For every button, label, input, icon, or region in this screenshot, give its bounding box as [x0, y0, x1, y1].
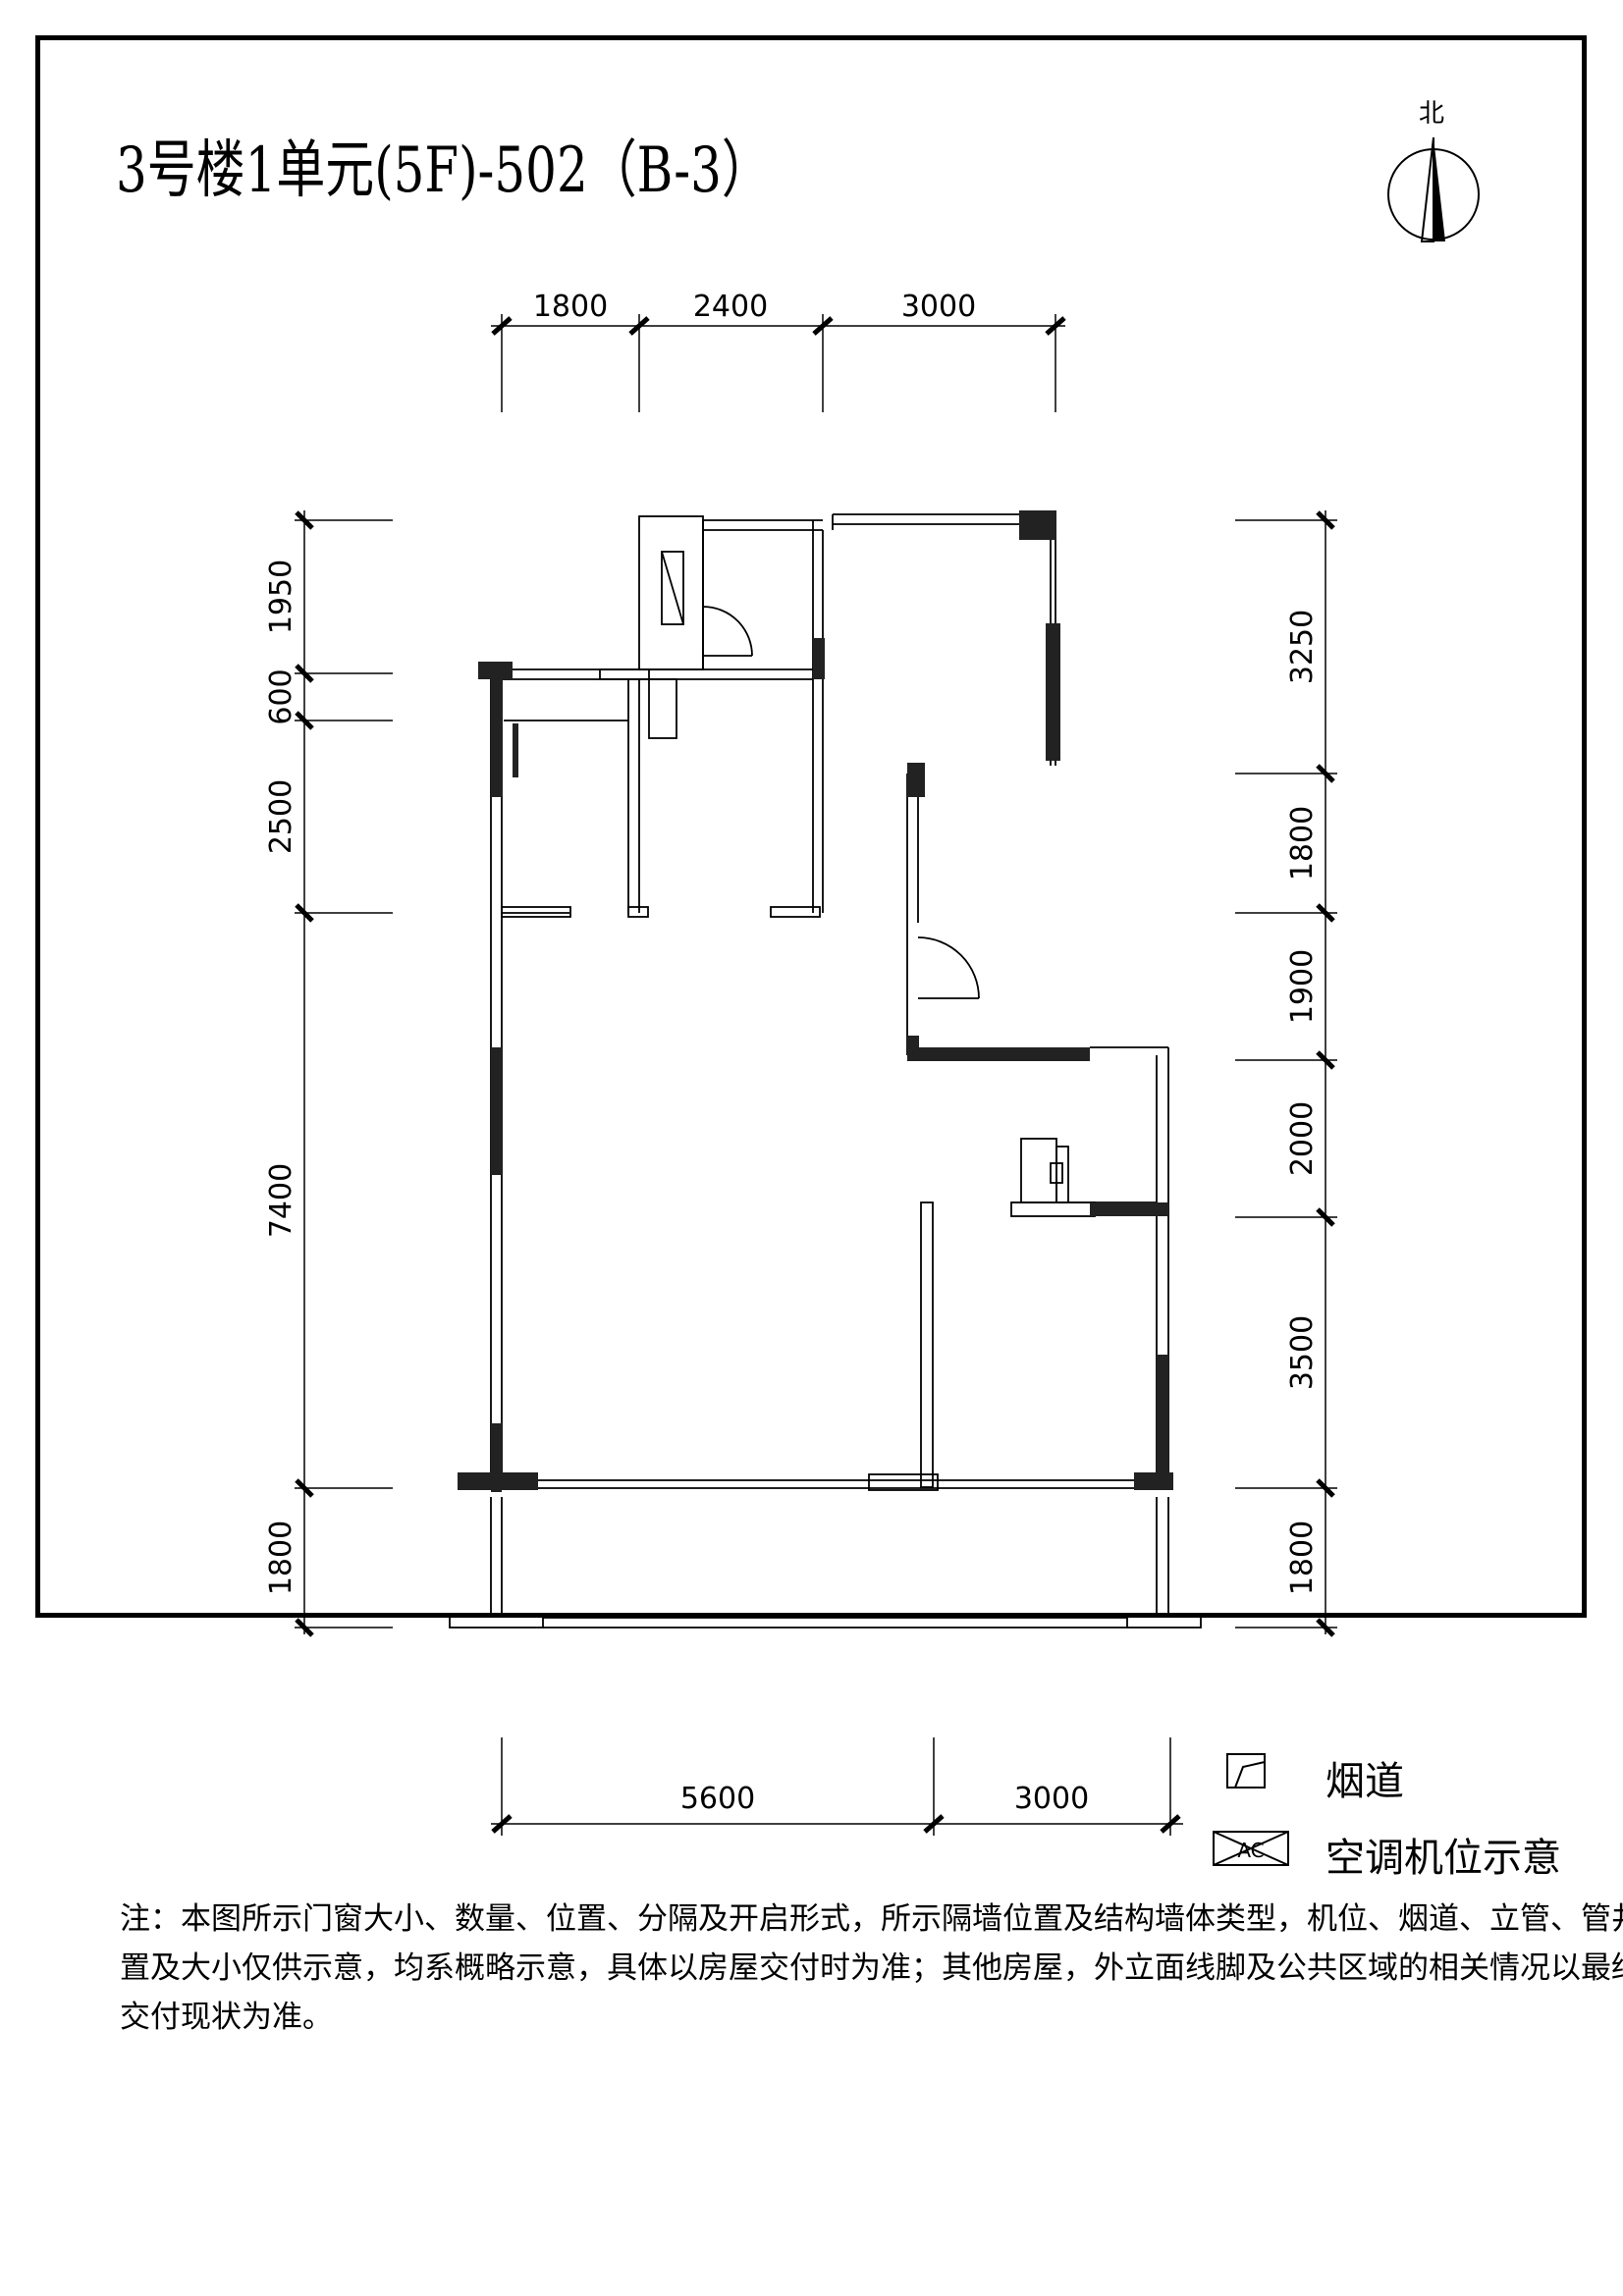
note-line-2: 置及大小仅供示意，均系概略示意，具体以房屋交付时为准；其他房屋，外立面线脚及公共…	[120, 1950, 1623, 1986]
dim-left-4: 7400	[264, 1163, 298, 1238]
note-line-1: 注：本图所示门窗大小、数量、位置、分隔及开启形式，所示隔墙位置及结构墙体类型，机…	[120, 1901, 1623, 1937]
dim-bottom-2: 3000	[1014, 1782, 1089, 1816]
drawing-frame	[35, 35, 1587, 1618]
dim-right-4: 2000	[1285, 1101, 1320, 1176]
north-arrow-icon	[1387, 136, 1480, 242]
dim-top-3: 3000	[901, 290, 976, 324]
dim-right-5: 3500	[1285, 1315, 1320, 1390]
dim-right-2: 1800	[1285, 806, 1320, 881]
ac-unit-icon	[1213, 1831, 1289, 1866]
flue-icon	[1226, 1753, 1266, 1789]
ac-badge-text: AC	[1237, 1839, 1264, 1862]
legend-ac-label: 空调机位示意	[1325, 1836, 1561, 1881]
dim-right-3: 1900	[1285, 949, 1320, 1024]
dimension-ticks	[295, 316, 1335, 1834]
dim-right-6: 1800	[1285, 1521, 1320, 1595]
dim-top-1: 1800	[533, 290, 608, 324]
structural-walls	[458, 510, 1173, 1492]
dim-bottom-1: 5600	[680, 1782, 755, 1816]
dim-left-1: 1950	[264, 560, 298, 634]
dim-left-2: 600	[264, 668, 298, 724]
north-label: 北	[1419, 99, 1445, 129]
disclaimer-note: 注：本图所示门窗大小、数量、位置、分隔及开启形式，所示隔墙位置及结构墙体类型，机…	[120, 1895, 1623, 2042]
dim-top-2: 2400	[693, 290, 768, 324]
dim-left-3: 2500	[264, 779, 298, 854]
page-title: 3号楼1单元(5F)-502（B-3）	[116, 134, 771, 207]
dim-left-5: 1800	[264, 1521, 298, 1595]
wall-outlines	[449, 513, 1202, 1629]
legend-flue-label: 烟道	[1325, 1759, 1404, 1804]
dimension-lines	[295, 314, 1337, 1836]
note-line-3: 交付现状为准。	[120, 2000, 333, 2035]
dim-right-1: 3250	[1285, 610, 1320, 684]
